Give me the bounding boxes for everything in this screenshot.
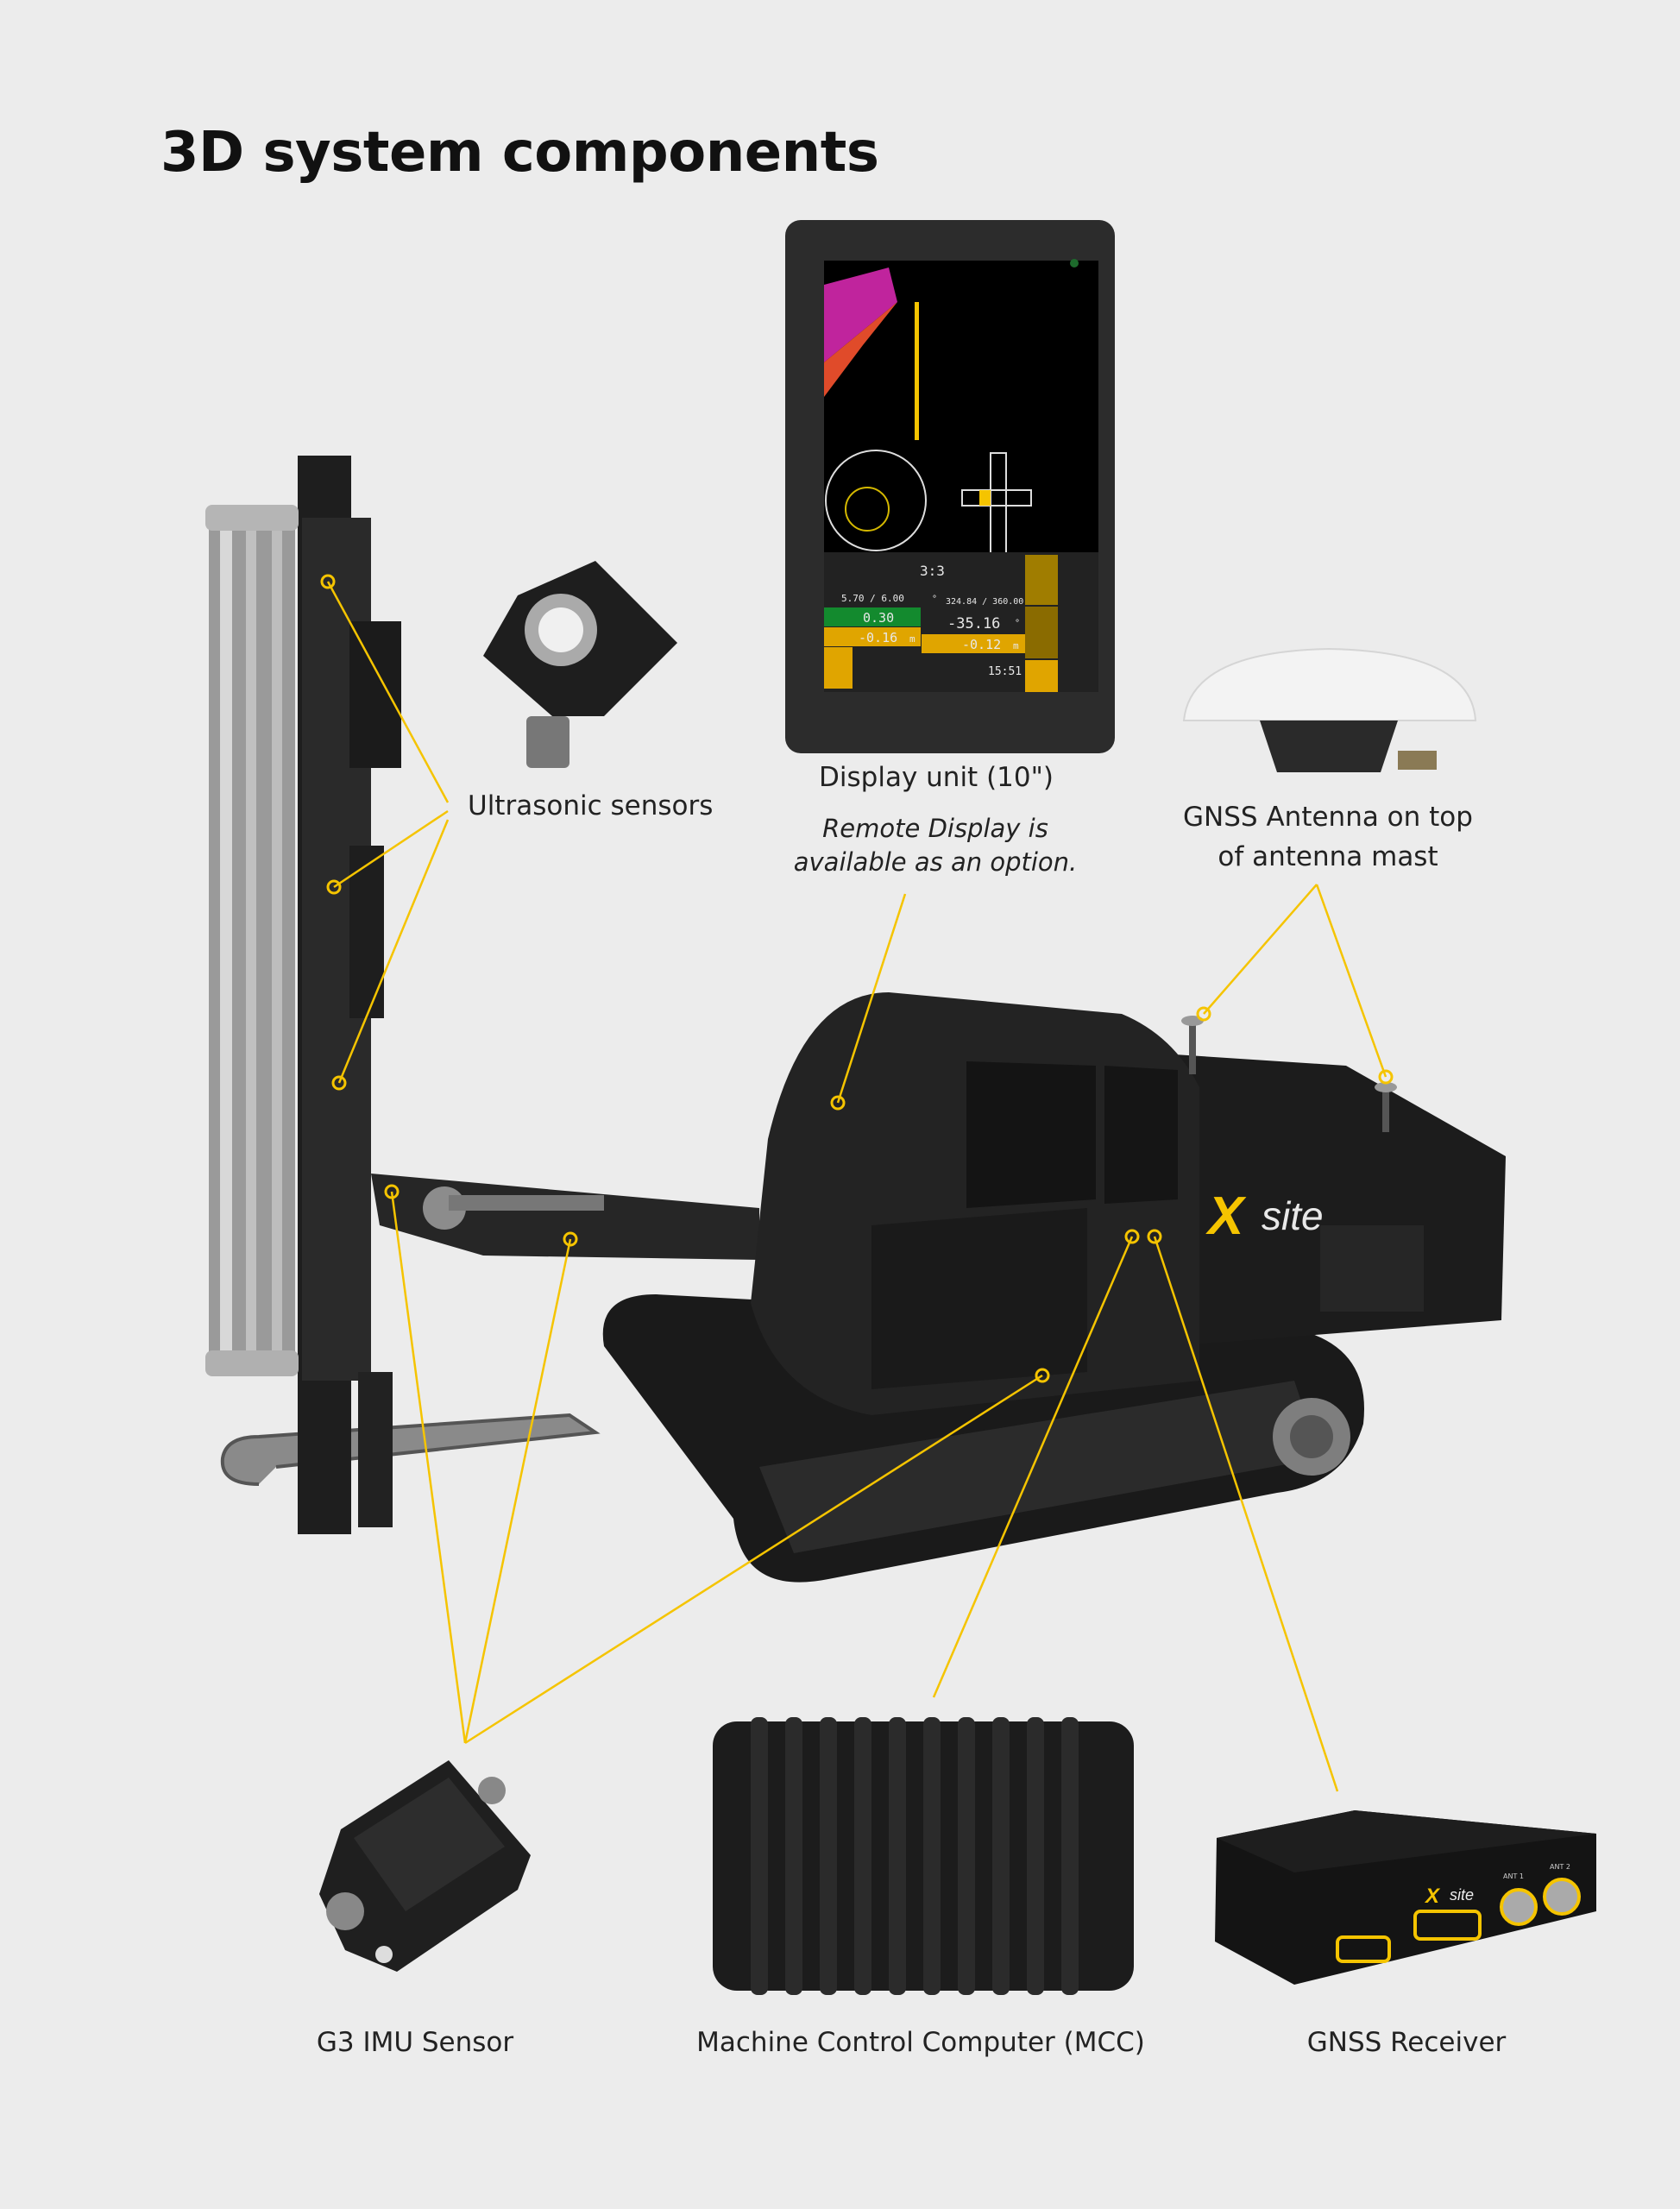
- gnss-receiver-image: X site ANT 1 ANT 2: [1215, 1810, 1596, 1985]
- label-gnss-antenna-1: GNSS Antenna on top: [1183, 802, 1473, 833]
- imu-sensor-image: [319, 1760, 531, 1972]
- drill-rig-machine: X site: [205, 456, 1506, 1583]
- label-gnss-receiver: GNSS Receiver: [1306, 2027, 1507, 2058]
- callout-lines: [326, 581, 1387, 1792]
- screen-azimuth-diff: -35.16: [947, 615, 1000, 632]
- ultrasonic-sensor-image: [483, 561, 677, 768]
- label-mcc: Machine Control Computer (MCC): [696, 2027, 1145, 2058]
- callout-markers: [320, 574, 1394, 1383]
- screen-tilt: 5.70 / 6.00: [841, 593, 904, 604]
- svg-text:X: X: [1205, 1186, 1247, 1246]
- screen-tilt-unit: °: [932, 595, 937, 604]
- label-imu-sensor: G3 IMU Sensor: [316, 2027, 514, 2058]
- screen-azimuth: 324.84 / 360.00: [946, 597, 1023, 607]
- svg-text:m: m: [1013, 640, 1019, 651]
- svg-text:X: X: [1424, 1885, 1441, 1908]
- screen-offset-v: -0.12: [962, 637, 1001, 652]
- svg-text:m: m: [909, 633, 916, 645]
- svg-text:ANT 1: ANT 1: [1503, 1872, 1524, 1880]
- gnss-antenna-image: [1182, 647, 1477, 772]
- display-unit-image: 3:3 5.70 / 6.00 ° 324.84 / 360.00 0.30 -…: [785, 220, 1115, 753]
- screen-tilt-diff: 0.30: [863, 610, 894, 626]
- screen-time: 15:51: [988, 665, 1022, 678]
- label-display-unit: Display unit (10"): [819, 762, 1054, 793]
- screen-offset-h: -0.16: [859, 630, 897, 645]
- screen-page: 3:3: [920, 563, 945, 579]
- screen-azimuth-unit: °: [1015, 619, 1020, 628]
- label-display-note-1: Remote Display is: [822, 814, 1048, 843]
- label-ultrasonic-sensors: Ultrasonic sensors: [468, 790, 714, 821]
- label-gnss-antenna-2: of antenna mast: [1218, 841, 1438, 872]
- label-display-note-2: available as an option.: [793, 847, 1078, 877]
- svg-text:ANT 2: ANT 2: [1550, 1863, 1570, 1871]
- receiver-logo-text: site: [1450, 1886, 1474, 1904]
- page-title: 3D system components: [160, 121, 879, 185]
- mcc-image: [713, 1717, 1134, 1995]
- machine-logo-text: site: [1262, 1193, 1324, 1238]
